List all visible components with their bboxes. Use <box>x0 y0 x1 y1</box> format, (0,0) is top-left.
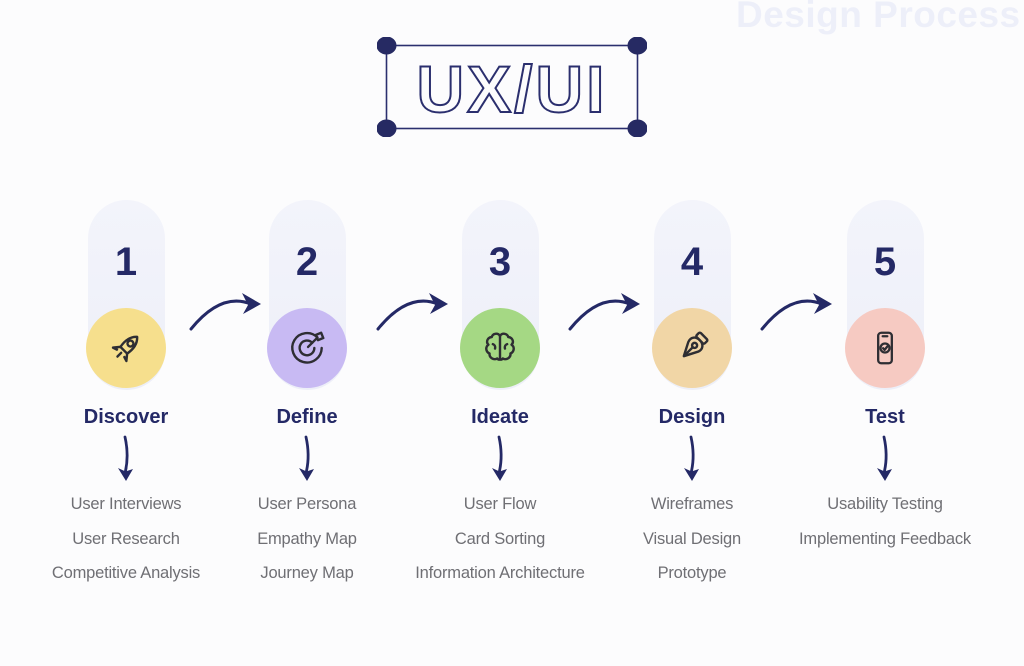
step-label: Test <box>865 406 905 428</box>
activity-item: User Flow <box>463 495 537 513</box>
flow-arrow-icon <box>376 293 448 331</box>
step-number: 4 <box>680 240 704 284</box>
step-pill: 5 <box>845 200 925 390</box>
step-label: Discover <box>83 406 169 428</box>
step-column-design: 4 Design Wireframes Visual Design Protot… <box>582 200 802 591</box>
step-circle <box>267 308 347 388</box>
activity-item: Competitive Analysis <box>51 564 201 583</box>
phone-check-icon <box>877 331 893 365</box>
step-number: 5 <box>873 240 897 284</box>
flow-arrow-icon <box>189 293 261 331</box>
step-circle <box>652 308 732 388</box>
step-activity-list: User Persona Empathy Map Journey Map <box>257 487 357 591</box>
down-arrow-icon <box>684 435 699 481</box>
pen-nib-icon <box>682 331 709 358</box>
step-number: 3 <box>488 240 512 284</box>
step-column-discover: 1 Discover User Interviews User Research… <box>16 200 236 591</box>
step-pill: 2 <box>267 200 347 390</box>
uxui-logo-frame-icon: UX/UI <box>376 36 648 138</box>
uxui-logo: UX/UI <box>376 36 648 142</box>
step-label: Define <box>276 406 338 428</box>
step-label: Ideate <box>471 406 529 428</box>
down-arrow-icon <box>299 435 314 481</box>
activity-item: Wireframes <box>650 495 734 513</box>
step-pill: 3 <box>460 200 540 390</box>
activity-item: User Interviews <box>70 495 182 513</box>
step-circle <box>86 308 166 388</box>
flow-arrow-icon <box>568 293 640 331</box>
step-number: 1 <box>114 240 138 284</box>
step-label: Design <box>658 406 726 428</box>
activity-item: User Persona <box>257 495 357 513</box>
target-dart-icon <box>291 331 325 364</box>
step-activity-list: Wireframes Visual Design Prototype <box>643 487 741 591</box>
rocket-icon <box>111 335 139 363</box>
brain-icon <box>485 332 515 361</box>
activity-item: Card Sorting <box>454 529 546 548</box>
uxui-logo-text: UX/UI <box>416 52 607 126</box>
step-circle <box>460 308 540 388</box>
activity-item: Implementing Feedback <box>799 529 971 548</box>
step-column-ideate: 3 Ideate User Flow Card Sorting Informat… <box>390 200 610 591</box>
step-column-test: 5 Test Usability Testing Implementing Fe… <box>775 200 995 556</box>
step-circle <box>845 308 925 388</box>
step-column-define: 2 Define User Persona Empathy Map Journe… <box>197 200 417 591</box>
activity-item: User Research <box>72 529 180 548</box>
activity-item: Empathy Map <box>257 529 357 548</box>
activity-item: Journey Map <box>260 564 354 583</box>
down-arrow-icon <box>492 435 507 481</box>
step-number: 2 <box>295 240 319 284</box>
activity-item: Information Architecture <box>415 564 585 583</box>
activity-item: Visual Design <box>643 529 741 548</box>
down-arrow-icon <box>877 435 892 481</box>
activity-item: Usability Testing <box>827 495 943 513</box>
down-arrow-icon <box>118 435 133 481</box>
flow-arrow-icon <box>760 293 832 331</box>
step-pill: 1 <box>86 200 166 390</box>
design-process-watermark: Design Process <box>736 0 1021 35</box>
step-activity-list: User Interviews User Research Competitiv… <box>52 487 200 591</box>
step-activity-list: User Flow Card Sorting Information Archi… <box>415 487 585 591</box>
activity-item: Prototype <box>657 564 727 583</box>
step-activity-list: Usability Testing Implementing Feedback <box>799 487 971 556</box>
step-pill: 4 <box>652 200 732 390</box>
